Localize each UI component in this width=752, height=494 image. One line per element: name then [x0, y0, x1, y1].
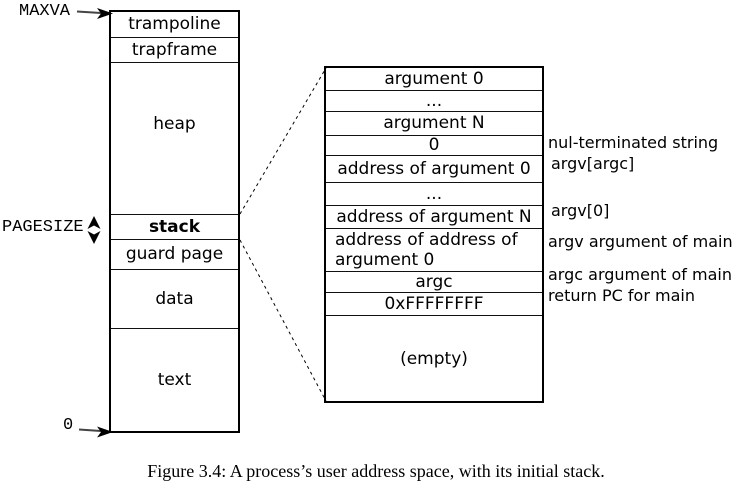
stack-row-argc: argc	[326, 272, 542, 293]
stack-expand-line-top	[239, 67, 327, 215]
stack-row-empty: (empty)	[400, 348, 468, 369]
maxva-arrow-line	[76, 10, 102, 14]
region-stack: stack	[111, 215, 238, 240]
address-space-box: trampoline trapframe heap stack guard pa…	[109, 10, 240, 433]
region-text: text	[157, 370, 192, 390]
stack-row-zero-terminator: 0	[326, 135, 542, 156]
region-trampoline: trampoline	[111, 12, 238, 38]
stack-row-address-of-argument-0: address of argument 0	[326, 156, 542, 183]
zero-arrow-line	[78, 428, 102, 432]
stack-expand-line-bottom	[239, 239, 327, 402]
stack-row-address-of-argument-n: address of argument N	[326, 206, 542, 229]
stack-row-ellipsis-addresses: ...	[326, 183, 542, 206]
annotation-argv-argument: argv argument of main	[548, 232, 733, 251]
pagesize-arrow-down	[87, 231, 101, 244]
pagesize-arrow-up	[87, 216, 101, 229]
region-trapframe: trapframe	[111, 38, 238, 63]
annotation-argv-0: argv[0]	[551, 201, 610, 220]
annotation-return-pc: return PC for main	[548, 286, 695, 305]
stack-row-return-pc: 0xFFFFFFFF	[326, 293, 542, 316]
annotation-argc-argument: argc argument of main	[548, 265, 732, 284]
stack-row-argument-n: argument N	[326, 112, 542, 136]
annotation-argv-argc: argv[argc]	[551, 154, 635, 173]
region-guard-page: guard page	[111, 240, 238, 270]
stack-detail-box: argument 0 ... argument N 0 address of a…	[324, 66, 544, 403]
region-heap: heap	[111, 63, 238, 215]
stack-row-address-of-address: address of address of argument 0	[326, 229, 542, 272]
region-data: data	[111, 270, 238, 329]
stack-row-argument-0: argument 0	[326, 68, 542, 91]
pagesize-label: PAGESIZE	[2, 218, 84, 237]
figure-caption: Figure 3.4: A process’s user address spa…	[147, 461, 605, 481]
stack-row-ellipsis-args: ...	[326, 91, 542, 112]
zero-address-label: 0	[63, 416, 74, 435]
annotation-nul-terminated-string: nul-terminated string	[548, 133, 719, 152]
maxva-label: MAXVA	[19, 2, 71, 21]
